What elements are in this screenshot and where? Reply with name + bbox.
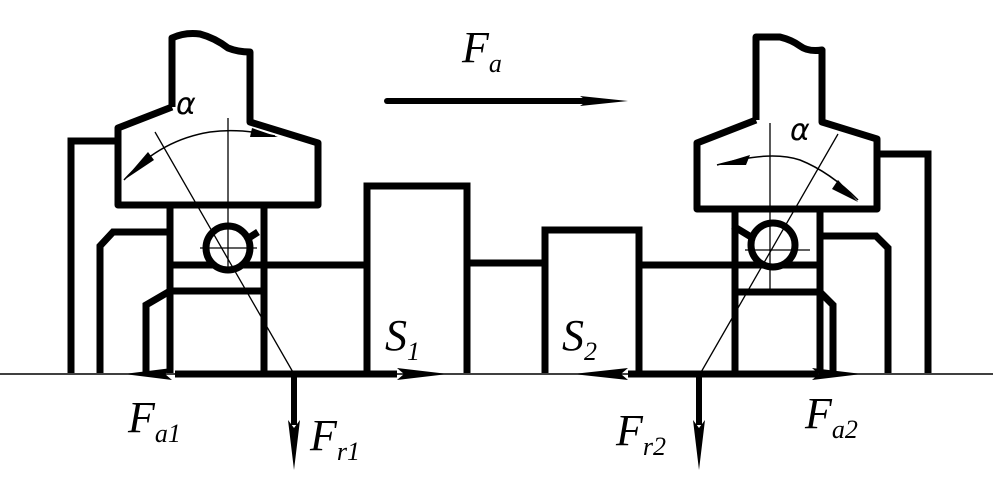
shaft — [264, 259, 735, 269]
fr2-label: Fr2 — [615, 406, 666, 461]
left-outer-frame — [67, 137, 118, 373]
fr1-arrow — [288, 374, 300, 470]
fr1-label: Fr1 — [309, 411, 360, 466]
s2-arrow — [573, 368, 628, 380]
s1-arrow — [397, 368, 448, 380]
right-bearing — [731, 209, 824, 373]
left-bearing-centerlines — [154, 118, 295, 375]
left-contact-angle-label: α — [176, 87, 196, 122]
gear-1 — [363, 182, 471, 373]
left-angle-arrow-1-icon — [124, 152, 154, 180]
gear-2 — [541, 226, 643, 373]
right-inner-cover — [820, 232, 892, 373]
right-angle-arrow-1-icon — [717, 155, 750, 165]
fr2-arrow — [693, 374, 705, 470]
left-bearing — [166, 205, 268, 373]
right-bearing-ball — [747, 219, 799, 271]
right-lower-cover — [817, 289, 837, 373]
right-angle-arrow-2-icon — [832, 180, 858, 202]
fa-label: Fa — [461, 23, 502, 78]
fa1-arrow — [124, 368, 172, 380]
fa2-arrow — [812, 368, 862, 380]
right-housing — [693, 33, 881, 213]
fa-arrow — [384, 96, 628, 106]
left-angle-arrow-2-icon — [250, 128, 278, 137]
left-housing — [114, 30, 322, 209]
fa2-label: Fa2 — [804, 389, 858, 444]
right-bearing-centerlines — [699, 123, 839, 375]
s1-label: S1 — [385, 311, 420, 366]
left-lower-cover — [142, 287, 172, 373]
left-inner-cover — [96, 228, 170, 373]
s2-label: S2 — [562, 311, 597, 366]
right-outer-frame — [877, 150, 932, 373]
fa1-label: Fa1 — [127, 393, 181, 448]
right-contact-angle-label: α — [790, 113, 810, 148]
